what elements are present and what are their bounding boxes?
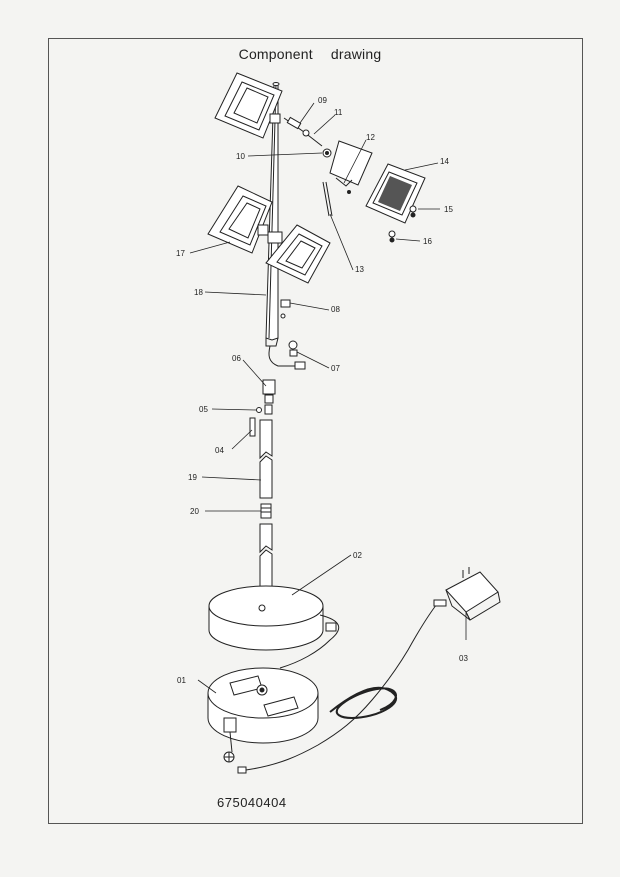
part-label-10: 10 xyxy=(236,152,245,161)
lamp-head-middle-left xyxy=(207,185,273,254)
part-label-13: 13 xyxy=(355,265,364,274)
drawing-title: Component drawing xyxy=(238,46,382,62)
leader-lines xyxy=(189,102,467,694)
part-label-11: 11 xyxy=(334,108,343,117)
power-adapter xyxy=(433,567,501,621)
part-label-19: 19 xyxy=(188,473,197,482)
part-label-01: 01 xyxy=(177,676,186,685)
base-bottom xyxy=(207,599,441,774)
lamp-head-top-left xyxy=(214,72,283,139)
product-code: 675040404 xyxy=(217,795,287,810)
part-label-14: 14 xyxy=(440,157,449,166)
part-label-07: 07 xyxy=(331,364,340,373)
pole-lower-section xyxy=(265,299,306,370)
part-label-12: 12 xyxy=(366,133,375,142)
lamp-head-right xyxy=(265,224,331,284)
part-label-20: 20 xyxy=(190,507,199,516)
part-label-17: 17 xyxy=(176,249,185,258)
drawing-border xyxy=(48,38,583,824)
lamp-head-exploded-parts xyxy=(283,116,426,243)
part-label-09: 09 xyxy=(318,96,327,105)
part-label-03: 03 xyxy=(459,654,468,663)
part-label-06: 06 xyxy=(232,354,241,363)
tube-assembly xyxy=(249,379,276,616)
part-label-02: 02 xyxy=(353,551,362,560)
main-pole xyxy=(265,82,280,341)
base-top xyxy=(208,585,340,669)
part-label-18: 18 xyxy=(194,288,203,297)
part-label-05: 05 xyxy=(199,405,208,414)
part-label-04: 04 xyxy=(215,446,224,455)
part-label-15: 15 xyxy=(444,205,453,214)
part-label-08: 08 xyxy=(331,305,340,314)
part-label-16: 16 xyxy=(423,237,432,246)
